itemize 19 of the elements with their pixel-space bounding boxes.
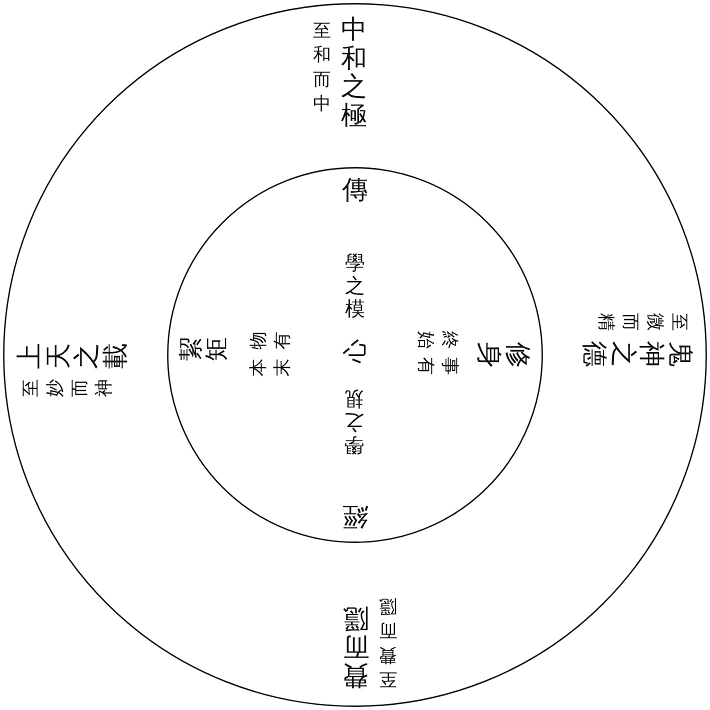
inner-circle: [167, 167, 543, 543]
main-label: 絜矩: [178, 337, 230, 361]
sub-label: 至費而隱: [379, 594, 397, 691]
main-label: 上天之載: [16, 343, 130, 369]
sub-label: 事有終始: [414, 331, 462, 375]
center-label: 心: [342, 339, 368, 363]
main-label: 傳: [342, 176, 368, 206]
sub-label: 學之模: [345, 252, 365, 320]
sub-label: 至妙而神: [19, 379, 116, 397]
main-label: 鬼神之德: [580, 341, 694, 367]
main-label: 中和之極: [341, 16, 367, 130]
outer-circle: [3, 3, 707, 707]
sub-label: 物有本末: [246, 332, 294, 376]
main-label: 經: [342, 502, 368, 530]
main-label: 費而隱: [343, 603, 369, 689]
sub-label: 至微而精: [594, 313, 691, 331]
main-label: 修身: [474, 342, 532, 368]
sub-label: 至和而中: [313, 19, 331, 116]
sub-label: 學之規: [344, 388, 364, 456]
